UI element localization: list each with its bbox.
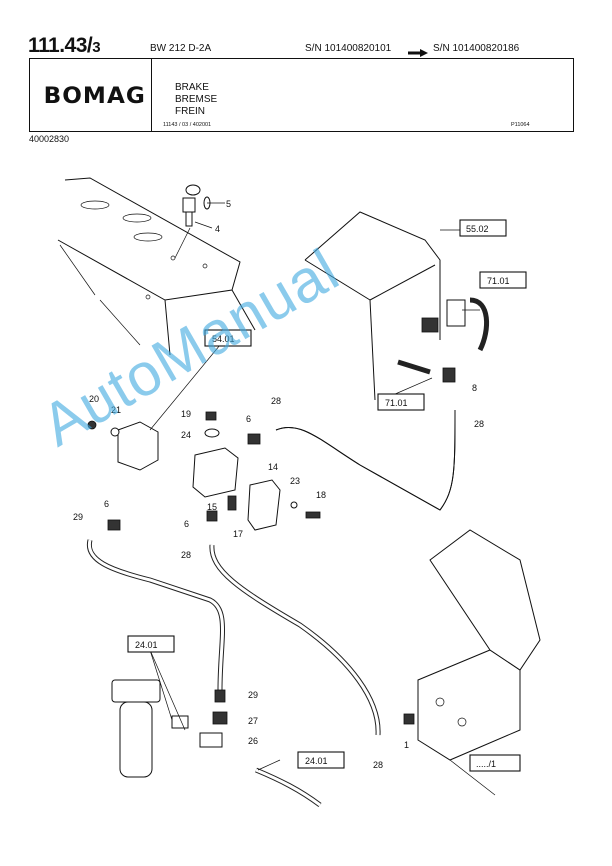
callout-6-a: 6 — [246, 414, 251, 424]
callout-15: 15 — [207, 502, 217, 512]
callout-23: 23 — [290, 476, 300, 486]
model-label: BW 212 D-2A — [150, 43, 212, 54]
callout-6-c: 6 — [104, 499, 109, 509]
serial-to: S/N 101400820186 — [433, 43, 520, 54]
callout-5: 5 — [226, 199, 231, 209]
callout-4: 4 — [215, 224, 220, 234]
part-number: 40002830 — [29, 134, 70, 144]
callout-28-b: 28 — [271, 396, 281, 406]
callout-8: 8 — [472, 383, 477, 393]
title-french: FREIN — [175, 106, 205, 117]
callout-14: 14 — [268, 462, 278, 472]
title-english: BRAKE — [175, 82, 209, 93]
brake-cylinder — [417, 529, 541, 796]
ref-71-01-a: 71.01 — [487, 276, 510, 286]
leader-lines — [149, 202, 480, 771]
hydraulic-tank — [304, 211, 441, 401]
arrow-right-icon — [408, 44, 428, 62]
callout-20: 20 — [89, 394, 99, 404]
callout-18: 18 — [316, 490, 326, 500]
callout-28-a: 28 — [474, 419, 484, 429]
callout-27: 27 — [248, 716, 258, 726]
ref-24-01-b: 24.01 — [305, 756, 328, 766]
callout-17: 17 — [233, 529, 243, 539]
ref-54-01: 54.01 — [212, 334, 235, 344]
serial-from: S/N 101400820101 — [305, 43, 392, 54]
callout-29-a: 29 — [73, 512, 83, 522]
ref-24-01-a: 24.01 — [135, 640, 158, 650]
callout-24: 24 — [181, 430, 191, 440]
ref-55-02: 55.02 — [466, 224, 489, 234]
exploded-diagram: 55.02 71.01 54.01 71.01 24.01 24.01 ....… — [57, 177, 541, 808]
callout-28-d: 28 — [373, 760, 383, 770]
drawing-code: P11064 — [511, 122, 530, 128]
header-divider — [151, 58, 153, 132]
callout-29-b: 29 — [248, 690, 258, 700]
callout-28-c: 28 — [181, 550, 191, 560]
brake-valve-block — [117, 421, 281, 531]
chassis-frame — [57, 177, 256, 356]
fittings — [87, 299, 466, 748]
filter-housing — [111, 679, 161, 778]
header-box — [29, 58, 574, 132]
callout-6-b: 6 — [184, 519, 189, 529]
ref-subassembly: ...../1 — [476, 759, 496, 769]
callout-21: 21 — [111, 405, 121, 415]
brand-logo: BOMAG — [43, 84, 146, 109]
document-code: 11143 / 03 / 402001 — [163, 122, 212, 128]
callout-19: 19 — [181, 409, 191, 419]
ref-71-01-b: 71.01 — [385, 398, 408, 408]
title-german: BREMSE — [175, 94, 218, 105]
callout-26: 26 — [248, 736, 258, 746]
breather-fitting — [174, 184, 211, 259]
callout-1: 1 — [404, 740, 409, 750]
page-number: 111.43/3 — [28, 34, 101, 57]
